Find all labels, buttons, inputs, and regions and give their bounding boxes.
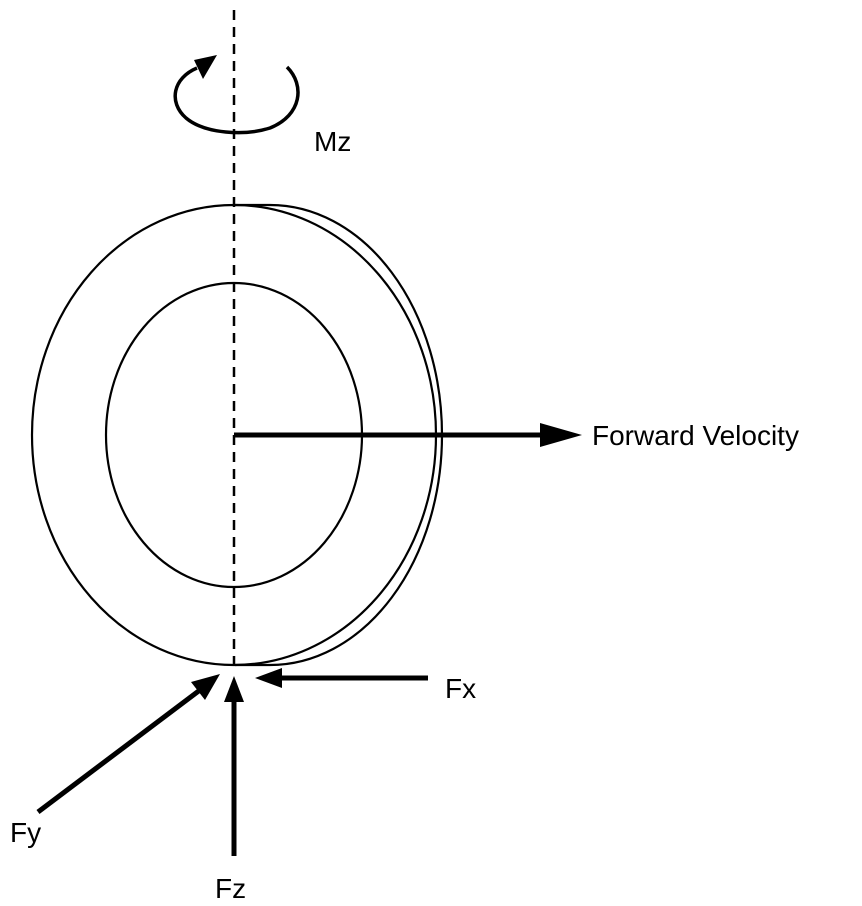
moment-arrowhead: [194, 55, 217, 79]
force-z-label: Fz: [215, 873, 246, 904]
force-z-arrowhead: [224, 676, 244, 702]
force-y-arrowhead: [191, 674, 220, 700]
force-x-label: Fx: [445, 673, 476, 704]
force-y-arrow: [36, 688, 202, 814]
force-x-arrowhead: [255, 668, 282, 688]
force-y-label: Fy: [10, 817, 41, 848]
moment-label: Mz: [314, 126, 351, 157]
forward-velocity-label: Forward Velocity: [592, 420, 799, 451]
moment-rotation-arrow: [173, 65, 300, 135]
forward-velocity-arrowhead: [540, 423, 582, 447]
